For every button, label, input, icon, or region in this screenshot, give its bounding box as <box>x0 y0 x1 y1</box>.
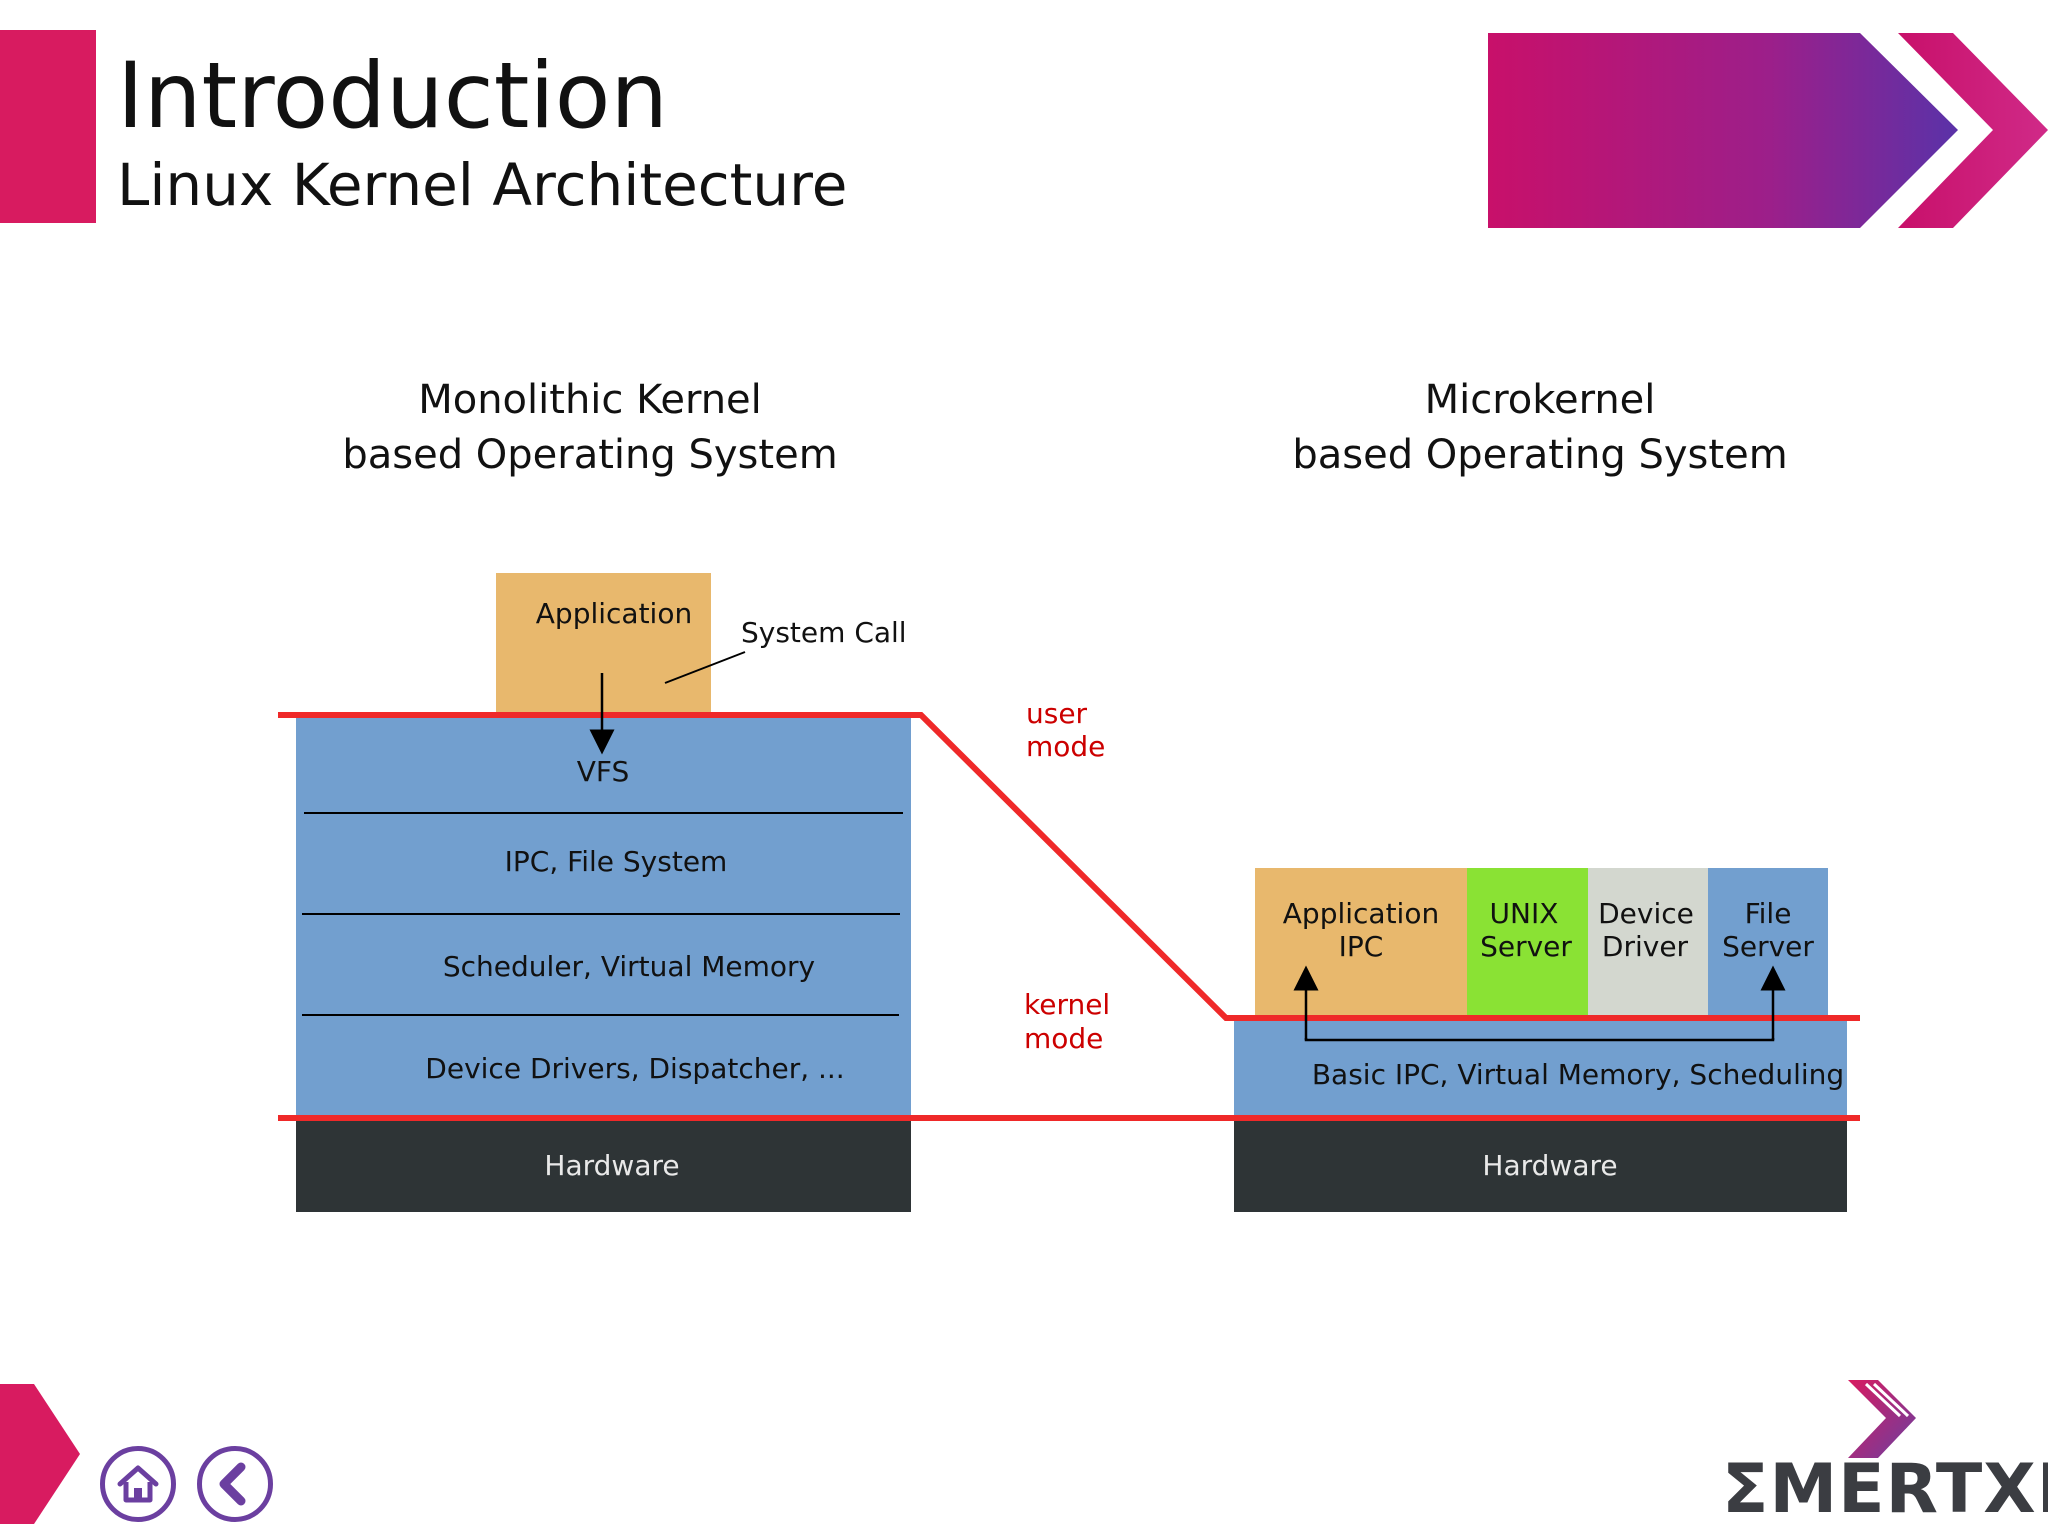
back-chevron-icon <box>219 1462 246 1506</box>
user-kernel-boundary-line <box>278 712 1860 1021</box>
home-icon <box>117 1465 159 1503</box>
micro-server-label: Driver <box>1602 930 1689 963</box>
micro-hardware-label: Hardware <box>1482 1149 1617 1182</box>
micro-server-label: Device <box>1598 897 1694 930</box>
kernel-mode-label: kernel <box>1024 988 1110 1021</box>
micro-hardware-block <box>1234 1120 1847 1212</box>
mono-application-label: Application <box>536 597 692 630</box>
page-subtitle: Linux Kernel Architecture <box>117 151 848 219</box>
system-call-leader-line <box>664 651 746 684</box>
micro-file-server-box <box>1708 868 1828 1018</box>
mono-layer-label: Device Drivers, Dispatcher, ... <box>425 1052 844 1085</box>
mono-kernel-block <box>296 715 911 1120</box>
micro-server-label: IPC <box>1339 930 1384 963</box>
back-button[interactable] <box>197 1446 273 1522</box>
micro-unix-server-box <box>1467 868 1588 1018</box>
user-mode-label: mode <box>1026 730 1105 763</box>
monolithic-heading-line2: based Operating System <box>342 432 838 478</box>
micro-device-driver-box <box>1588 868 1708 1018</box>
monolithic-heading: Monolithic Kernel based Operating System <box>290 373 890 483</box>
micro-server-label: File <box>1745 897 1792 930</box>
micro-server-label: UNIX <box>1490 897 1559 930</box>
microkernel-heading-line2: based Operating System <box>1292 432 1788 478</box>
micro-kernel-block <box>1234 1018 1847 1120</box>
emertxe-logo-mark <box>1848 1380 1916 1458</box>
system-call-label: System Call <box>741 616 907 649</box>
micro-application-ipc-box <box>1255 868 1467 1018</box>
header-chevron-banner <box>1488 33 2048 228</box>
microkernel-heading-line1: Microkernel <box>1424 377 1656 423</box>
mono-hardware-label: Hardware <box>544 1149 679 1182</box>
kernel-mode-label: mode <box>1024 1022 1103 1055</box>
micro-server-label: Application <box>1283 897 1439 930</box>
home-button[interactable] <box>100 1446 176 1522</box>
page-title: Introduction <box>117 44 669 149</box>
header-accent-bar <box>0 30 96 223</box>
mono-application-box <box>496 573 711 715</box>
micro-server-label: Server <box>1480 930 1572 963</box>
monolithic-heading-line1: Monolithic Kernel <box>418 377 762 423</box>
mono-layer-label: Scheduler, Virtual Memory <box>443 950 815 983</box>
mono-hardware-block <box>296 1120 911 1212</box>
micro-kernel-label: Basic IPC, Virtual Memory, Scheduling <box>1312 1058 1844 1091</box>
microkernel-heading: Microkernel based Operating System <box>1240 373 1840 483</box>
mono-layer-label: VFS <box>577 755 630 788</box>
micro-server-label: Server <box>1722 930 1814 963</box>
emertxe-logo-text: ΣMERTXE <box>1722 1450 2048 1529</box>
mono-layer-label: IPC, File System <box>505 845 728 878</box>
user-mode-label: user <box>1026 697 1088 730</box>
footer-accent-tab <box>0 1384 80 1524</box>
